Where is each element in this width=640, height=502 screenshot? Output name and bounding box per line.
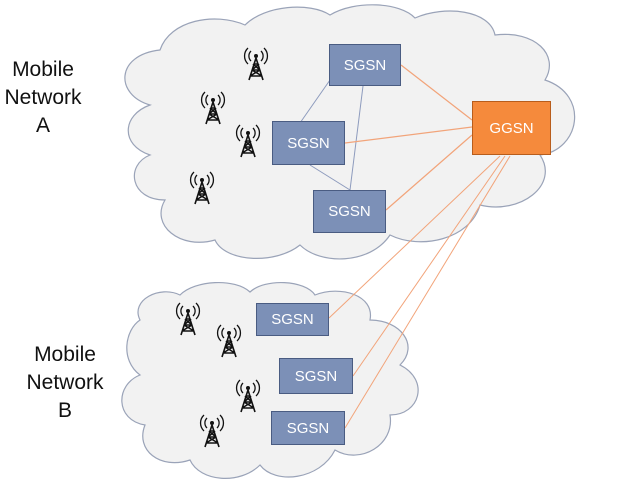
ggsn-node: GGSN	[472, 101, 551, 155]
link-a-mid-bottom	[309, 164, 351, 191]
sgsn-node-a-top: SGSN	[329, 44, 401, 86]
network-a-label-line2: Network	[4, 86, 82, 109]
network-b-label-line3: B	[57, 399, 72, 422]
link-ggsn-a-top	[400, 64, 473, 121]
link-a-top-bottom	[349, 85, 364, 191]
sgsn-node-a-mid: SGSN	[272, 121, 345, 165]
network-a-label-line3: A	[35, 114, 50, 137]
link-ggsn-b-3	[344, 155, 511, 429]
sgsn-node-a-bottom: SGSN	[313, 190, 386, 233]
network-b-label: Mobile Network B	[22, 341, 108, 425]
link-ggsn-b-1	[328, 155, 501, 319]
network-b-label-line2: Network	[26, 371, 104, 394]
network-b-label-line1: Mobile	[34, 343, 96, 366]
link-ggsn-b-2	[352, 155, 506, 377]
network-a-label-line1: Mobile	[12, 58, 74, 81]
sgsn-node-b-2: SGSN	[279, 358, 353, 394]
sgsn-node-b-1: SGSN	[256, 303, 329, 336]
link-a-top-mid	[299, 79, 331, 124]
network-a-label: Mobile Network A	[0, 56, 86, 140]
link-ggsn-a-mid	[344, 126, 473, 144]
sgsn-node-b-3: SGSN	[271, 411, 345, 445]
link-ggsn-a-bottom	[385, 134, 473, 211]
